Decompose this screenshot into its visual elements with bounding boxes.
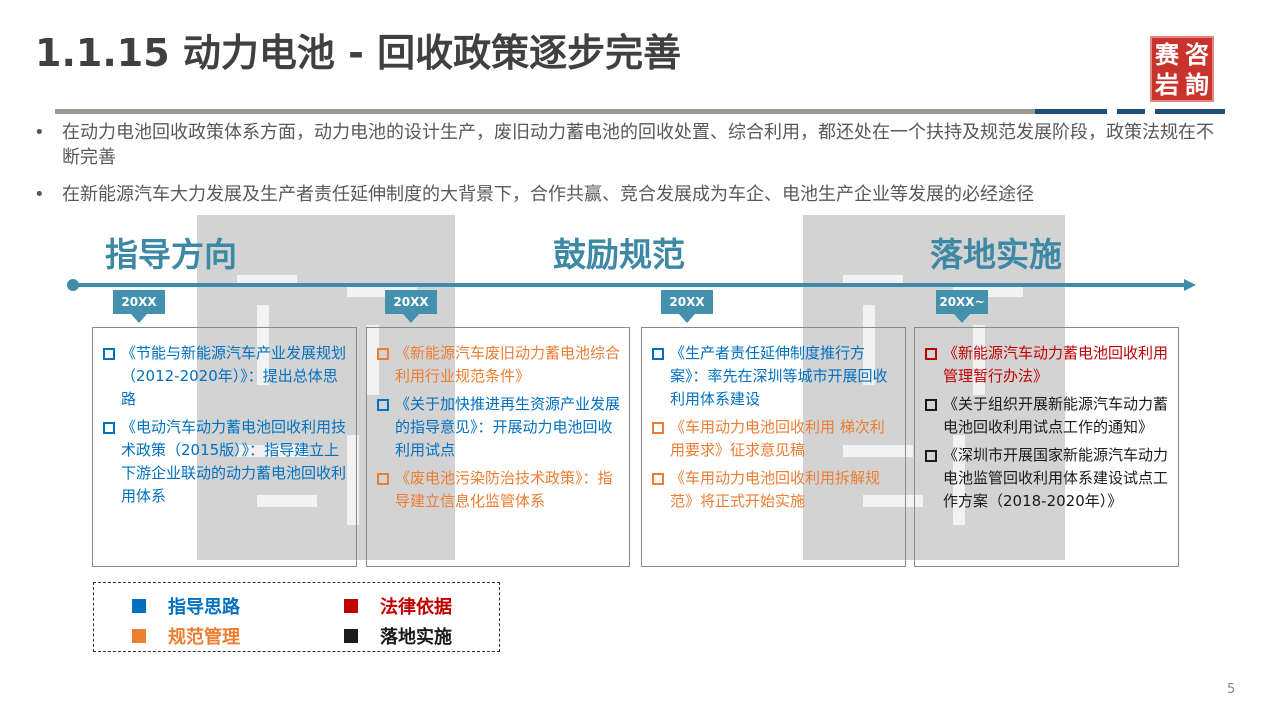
policy-item: 《新能源汽车动力蓄电池回收利用管理暂行办法》 [925,342,1172,388]
legend-label: 指导思路 [168,597,240,618]
timeline-year-marker: 20XX [113,290,165,323]
policy-text: 《电动汽车动力蓄电池回收利用技术政策（2015版）》：指导建立上下游企业联动的动… [121,418,347,505]
square-bullet-icon [652,348,664,360]
legend-swatch [344,629,358,643]
logo-char: 赛 [1155,40,1179,69]
legend-swatch [132,599,146,613]
bullet-point: 在动力电池回收政策体系方面，动力电池的设计生产，废旧动力蓄电池的回收处置、综合利… [34,120,1224,170]
policy-text: 《关于组织开展新能源汽车动力蓄电池回收利用试点工作的通知》 [943,395,1169,436]
policy-item: 《车用动力电池回收利用 梯次利用要求》征求意见稿 [652,416,899,462]
legend-label: 落地实施 [380,627,452,648]
logo-char: 岩 [1155,70,1179,99]
square-bullet-icon [925,399,937,411]
policy-text: 《新能源汽车废旧动力蓄电池综合利用行业规范条件》 [395,344,621,385]
legend-label: 法律依据 [380,597,452,618]
policy-item: 《废电池污染防治技术政策》：指导建立信息化监管体系 [377,467,623,513]
logo-char: 詢 [1185,70,1209,99]
legend: 指导思路 法律依据 规范管理 落地实施 [93,582,500,652]
title-divider-dash [1155,109,1225,114]
company-seal-logo: 赛咨岩詢 [1150,36,1214,102]
legend-swatch [344,599,358,613]
timeline-year-marker: 20XX [385,290,437,323]
policy-item: 《节能与新能源汽车产业发展规划（2012-2020年）》：提出总体思路 [103,342,350,411]
policy-text: 《生产者责任延伸制度推行方案》：率先在深圳等城市开展回收利用体系建设 [670,344,888,408]
legend-item-impl: 落地实施 [344,623,452,649]
policy-text: 《关于加快推进再生资源产业发展的指导意见》：开展动力电池回收利用试点 [395,395,621,459]
legend-swatch [132,629,146,643]
square-bullet-icon [925,450,937,462]
bullet-point: 在新能源汽车大力发展及生产者责任延伸制度的大背景下，合作共赢、竞合发展成为车企、… [34,182,1224,207]
square-bullet-icon [103,422,115,434]
policy-text: 《节能与新能源汽车产业发展规划（2012-2020年）》：提出总体思路 [121,344,347,408]
policy-text: 《深圳市开展国家新能源汽车动力电池监管回收利用体系建设试点工作方案（2018-2… [943,446,1169,510]
timeline-line [72,283,1188,287]
legend-item-guide: 指导思路 [132,593,240,619]
policy-text: 《废电池污染防治技术政策》：指导建立信息化监管体系 [395,469,613,510]
page-number: 5 [1227,682,1236,697]
phase-title: 鼓励规范 [553,235,685,274]
square-bullet-icon [925,348,937,360]
policy-item: 《深圳市开展国家新能源汽车动力电池监管回收利用体系建设试点工作方案（2018-2… [925,444,1172,513]
policy-item: 《车用动力电池回收利用拆解规范》将正式开始实施 [652,467,899,513]
policy-box: 《节能与新能源汽车产业发展规划（2012-2020年）》：提出总体思路《电动汽车… [92,327,357,567]
policy-item: 《关于组织开展新能源汽车动力蓄电池回收利用试点工作的通知》 [925,393,1172,439]
policy-text: 《车用动力电池回收利用拆解规范》将正式开始实施 [670,469,881,510]
timeline-arrow-icon [1184,279,1196,291]
timeline-year-marker: 20XX [661,290,713,323]
square-bullet-icon [377,348,389,360]
policy-item: 《电动汽车动力蓄电池回收利用技术政策（2015版）》：指导建立上下游企业联动的动… [103,416,350,508]
title-divider-dash [1035,109,1107,114]
watermark-seal-image [197,215,455,560]
phase-title: 落地实施 [930,235,1062,274]
legend-item-norm: 规范管理 [132,623,240,649]
square-bullet-icon [103,348,115,360]
logo-char: 咨 [1185,40,1209,69]
timeline-start-dot [67,279,79,291]
title-divider-dash [1117,109,1145,114]
policy-item: 《生产者责任延伸制度推行方案》：率先在深圳等城市开展回收利用体系建设 [652,342,899,411]
policy-box: 《生产者责任延伸制度推行方案》：率先在深圳等城市开展回收利用体系建设《车用动力电… [641,327,906,567]
square-bullet-icon [377,399,389,411]
policy-item: 《新能源汽车废旧动力蓄电池综合利用行业规范条件》 [377,342,623,388]
square-bullet-icon [652,422,664,434]
policy-text: 《新能源汽车动力蓄电池回收利用管理暂行办法》 [943,344,1169,385]
timeline-year-marker: 20XX~ [936,290,988,323]
policy-box: 《新能源汽车废旧动力蓄电池综合利用行业规范条件》《关于加快推进再生资源产业发展的… [366,327,630,567]
watermark-seal-image [803,215,1065,560]
policy-text: 《车用动力电池回收利用 梯次利用要求》征求意见稿 [670,418,885,459]
square-bullet-icon [652,473,664,485]
square-bullet-icon [377,473,389,485]
phase-title: 指导方向 [105,235,237,274]
policy-item: 《关于加快推进再生资源产业发展的指导意见》：开展动力电池回收利用试点 [377,393,623,462]
title-divider [55,109,1035,114]
policy-box: 《新能源汽车动力蓄电池回收利用管理暂行办法》《关于组织开展新能源汽车动力蓄电池回… [914,327,1179,567]
page-title: 1.1.15 动力电池 - 回收政策逐步完善 [35,31,682,75]
legend-label: 规范管理 [168,627,240,648]
legend-item-law: 法律依据 [344,593,452,619]
